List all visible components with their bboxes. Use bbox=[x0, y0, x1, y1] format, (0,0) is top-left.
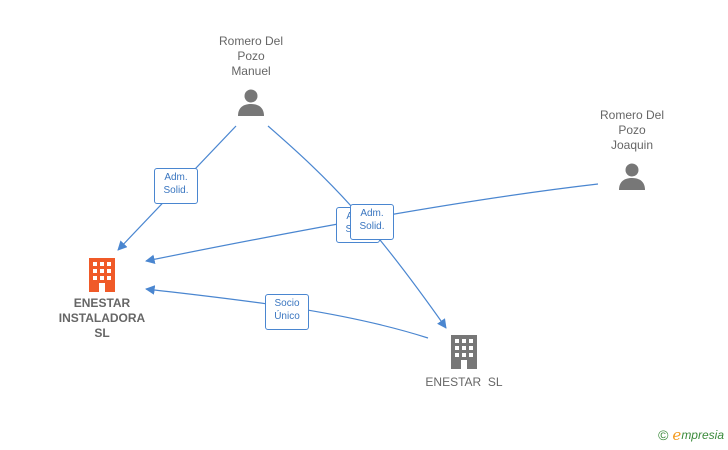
edge-label-adm-solid[interactable]: Adm. Solid. bbox=[350, 204, 394, 240]
edge-label-socio-unico[interactable]: Socio Único bbox=[265, 294, 309, 330]
node-company-enestar[interactable]: ENESTAR SL bbox=[414, 333, 514, 390]
building-icon bbox=[89, 258, 115, 292]
brand-name: mpresia bbox=[681, 428, 724, 442]
node-label-line: Pozo bbox=[618, 123, 646, 137]
node-label-line: SL bbox=[94, 326, 110, 340]
node-company-instaladora[interactable]: ENESTAR INSTALADORA SL bbox=[50, 256, 154, 341]
edge-label-line: Solid. bbox=[163, 185, 189, 196]
copyright-icon: © bbox=[658, 427, 669, 443]
edge-label-line: Socio bbox=[274, 298, 300, 309]
edge-label-line: Adm. bbox=[164, 172, 188, 183]
person-icon bbox=[238, 89, 264, 116]
node-label-line: ENESTAR bbox=[73, 296, 131, 310]
brand-e: e bbox=[672, 426, 682, 444]
node-label-line: INSTALADORA bbox=[58, 311, 146, 325]
empresia-logo[interactable]: © e mpresia bbox=[658, 426, 724, 444]
node-label-line: Manuel bbox=[231, 64, 271, 78]
node-label-line: ENESTAR SL bbox=[425, 375, 503, 389]
node-label-line: Pozo bbox=[237, 49, 265, 63]
edge-label-line: Solid. bbox=[359, 221, 385, 232]
node-label-line: Romero Del bbox=[218, 34, 284, 48]
node-label-line: Joaquin bbox=[610, 138, 654, 152]
building-icon bbox=[451, 335, 477, 369]
edge-label-adm-solid[interactable]: Adm. Solid. bbox=[154, 168, 198, 204]
node-person-joaquin[interactable]: Romero Del Pozo Joaquin bbox=[586, 108, 678, 191]
node-label-line: Romero Del bbox=[599, 108, 665, 122]
person-icon bbox=[619, 163, 645, 190]
node-person-manuel[interactable]: Romero Del Pozo Manuel bbox=[205, 34, 297, 117]
edge-label-line: Único bbox=[274, 311, 300, 322]
edge-label-line: Adm. bbox=[360, 208, 384, 219]
